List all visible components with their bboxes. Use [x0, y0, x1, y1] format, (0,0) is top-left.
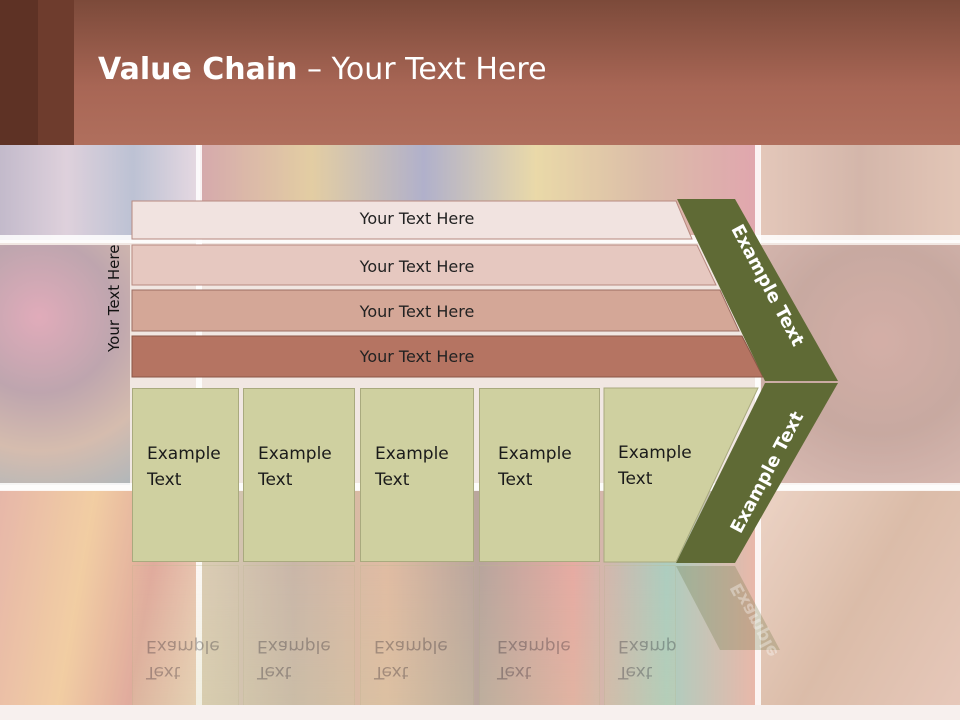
photo-tile — [760, 490, 960, 705]
support-bar-3 — [131, 289, 740, 332]
support-bar-1 — [131, 200, 693, 240]
support-bar-label: Your Text Here — [359, 209, 475, 228]
support-bar-label: Your Text Here — [359, 257, 475, 276]
chevron-lower — [676, 383, 838, 563]
support-bar-4 — [131, 335, 764, 378]
slide-header: Value Chain – Your Text Here — [0, 0, 960, 145]
footer-band — [0, 705, 960, 720]
support-bar-label: Your Text Here — [359, 302, 475, 321]
title-bold: Value Chain — [98, 52, 298, 87]
primary-box-arrow — [603, 387, 759, 563]
title-rest: – Your Text Here — [297, 52, 547, 87]
chevron-reflection — [676, 566, 780, 650]
support-bar-2 — [131, 244, 717, 286]
header-accent-stripe — [38, 0, 74, 145]
slide-title: Value Chain – Your Text Here — [98, 52, 547, 87]
photo-tile — [760, 145, 960, 240]
photo-tile — [0, 245, 130, 485]
support-bar-label: Your Text Here — [359, 347, 475, 366]
header-accent-stripe — [0, 0, 38, 145]
chevron-upper — [677, 199, 838, 381]
